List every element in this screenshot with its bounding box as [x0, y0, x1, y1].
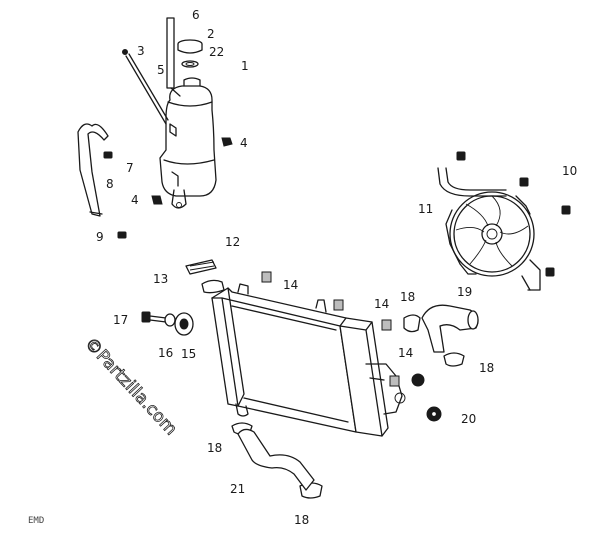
- hose-clamp-9: [117, 231, 127, 239]
- label-part-4-upper: 4: [240, 136, 248, 150]
- radiator-clips: [261, 271, 400, 387]
- breather-tube: [166, 17, 175, 89]
- overflow-tank: [159, 77, 217, 209]
- label-part-3: 3: [137, 44, 145, 58]
- label-part-10: 10: [562, 164, 577, 178]
- label-part-13: 13: [153, 272, 168, 286]
- radiator-cap: [185, 259, 217, 275]
- callout-labels: 6 2 3 22 1 5 4 7 8 4 9 10 11 12 13 14 14…: [96, 8, 577, 527]
- label-part-17: 17: [113, 313, 128, 327]
- o-ring: [181, 60, 199, 68]
- label-part-16: 16: [158, 346, 173, 360]
- label-part-2: 2: [207, 27, 215, 41]
- overflow-hose: [77, 123, 109, 217]
- cap-seal: [201, 279, 225, 294]
- grommet: [174, 312, 194, 336]
- radiator: [211, 283, 406, 437]
- label-part-18-bottom: 18: [294, 513, 309, 527]
- label-part-11: 11: [418, 202, 433, 216]
- corner-code: EMD: [28, 516, 44, 526]
- label-part-6: 6: [192, 8, 200, 22]
- label-part-9: 9: [96, 230, 104, 244]
- lower-hose: [237, 428, 315, 491]
- label-part-8: 8: [106, 177, 114, 191]
- collar: [164, 313, 176, 327]
- tank-nut-upper: [221, 137, 233, 147]
- label-part-21: 21: [230, 482, 245, 496]
- label-part-4-lower: 4: [131, 193, 139, 207]
- label-part-14-top: 14: [283, 278, 298, 292]
- label-part-15: 15: [181, 347, 196, 361]
- label-part-14-lower: 14: [398, 346, 413, 360]
- filler-cap: [177, 39, 203, 54]
- label-part-5: 5: [157, 63, 165, 77]
- fan-nuts: [456, 151, 571, 277]
- label-part-20: 20: [461, 412, 476, 426]
- label-part-1: 1: [241, 59, 249, 73]
- label-part-12: 12: [225, 235, 240, 249]
- hose-clamp-upper: [403, 314, 421, 333]
- hose-clamp-right: [443, 352, 465, 367]
- label-part-18-right: 18: [479, 361, 494, 375]
- tank-strap: [122, 49, 169, 125]
- label-part-22: 22: [209, 45, 224, 59]
- label-part-14-mid: 14: [374, 297, 389, 311]
- upper-hose: [421, 304, 479, 353]
- tank-nut-lower: [151, 195, 163, 205]
- hose-clamp-7: [103, 151, 113, 159]
- fan-assembly: [437, 167, 541, 291]
- label-part-7: 7: [126, 161, 134, 175]
- label-part-18-top: 18: [400, 290, 415, 304]
- mounting-bolt: [141, 311, 167, 323]
- label-part-19: 19: [457, 285, 472, 299]
- tank-bolt: [170, 87, 181, 97]
- nut-20: [411, 373, 442, 422]
- label-part-18-left: 18: [207, 441, 222, 455]
